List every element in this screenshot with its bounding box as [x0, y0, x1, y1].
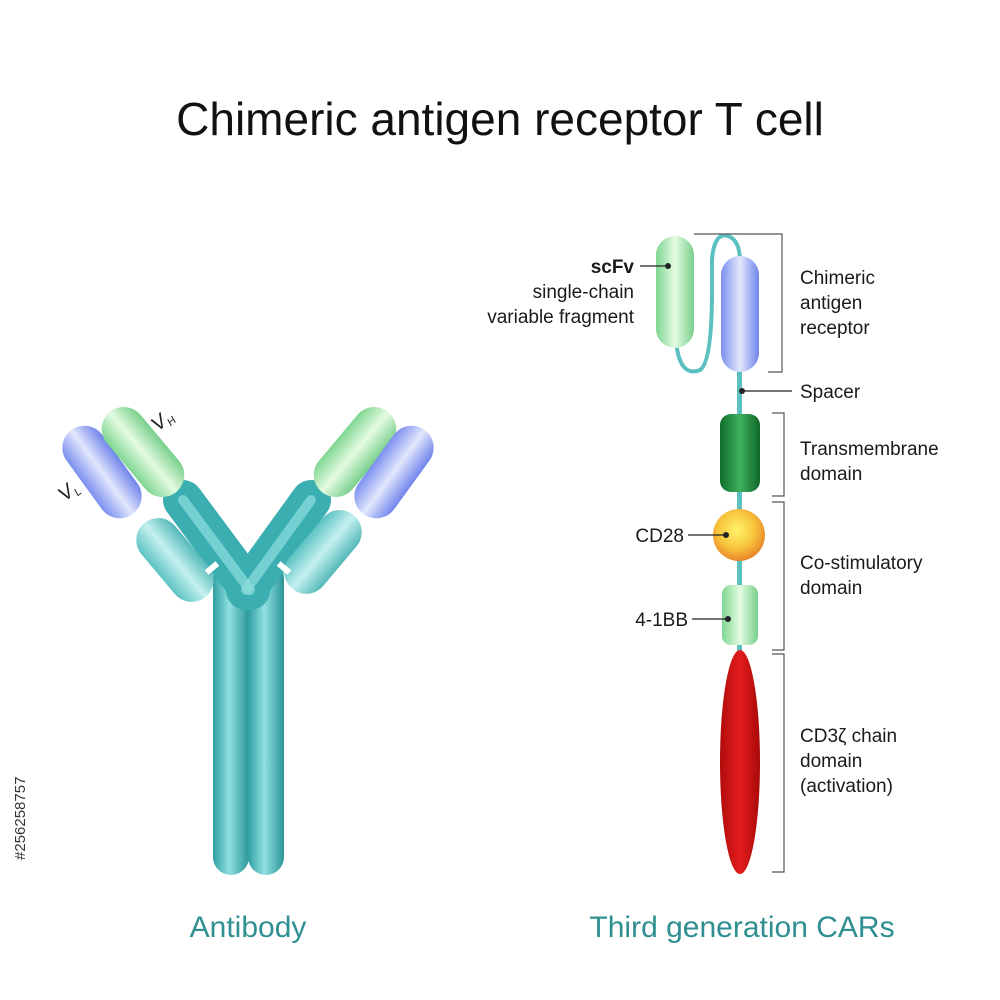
transmembrane-bracket [772, 412, 785, 497]
car-bracket [694, 233, 783, 373]
costim-label-line1: Co-stimulatory [800, 553, 923, 574]
cd3-label-line1: CD3ζ chain [800, 726, 897, 747]
scfv-desc-line2: variable fragment [487, 307, 635, 328]
antibody-caption: Antibody [190, 911, 307, 944]
car-label-line2: antigen [800, 293, 862, 314]
stock-id-text: #256258757 [12, 777, 29, 860]
car-illustration [640, 233, 792, 874]
cd3-bracket [772, 653, 785, 873]
cd3-label-line3: (activation) [800, 776, 893, 797]
antibody-illustration: VH VL [54, 407, 434, 875]
vh-domain-left [101, 407, 185, 497]
car-label-line1: Chimeric [800, 268, 875, 289]
vl-label: VL [54, 476, 84, 507]
scfv-label: scFv [591, 257, 635, 278]
cd28-label: CD28 [635, 526, 684, 547]
scfv-linker [674, 233, 742, 374]
car-label-line3: receptor [800, 318, 870, 339]
scfv-vl-domain [721, 256, 759, 372]
heavy-chain-stem-left [213, 560, 249, 875]
spacer-label: Spacer [800, 382, 861, 403]
transmembrane-label-line2: domain [800, 464, 862, 485]
car-caption: Third generation CARs [589, 911, 894, 944]
vl-domain-left [62, 425, 142, 519]
heavy-chain-stem-right [248, 560, 284, 875]
transmembrane-label-line1: Transmembrane [800, 439, 939, 460]
transmembrane-domain [720, 414, 760, 492]
vl-domain-right [354, 425, 434, 519]
4-1bb-label: 4-1BB [635, 610, 688, 631]
light-chain-constant-left [136, 518, 214, 602]
light-chain-constant-right [284, 510, 362, 594]
scfv-desc-line1: single-chain [533, 282, 634, 303]
4-1bb-domain [722, 585, 758, 645]
cd3-label-line2: domain [800, 751, 862, 772]
page-title: Chimeric antigen receptor T cell [176, 93, 824, 145]
cd3-zeta-domain [720, 650, 760, 874]
costim-bracket [772, 501, 785, 651]
costim-label-line2: domain [800, 578, 862, 599]
cd28-domain [713, 509, 765, 561]
vh-domain-right [313, 407, 397, 497]
scfv-vh-domain [656, 236, 694, 348]
